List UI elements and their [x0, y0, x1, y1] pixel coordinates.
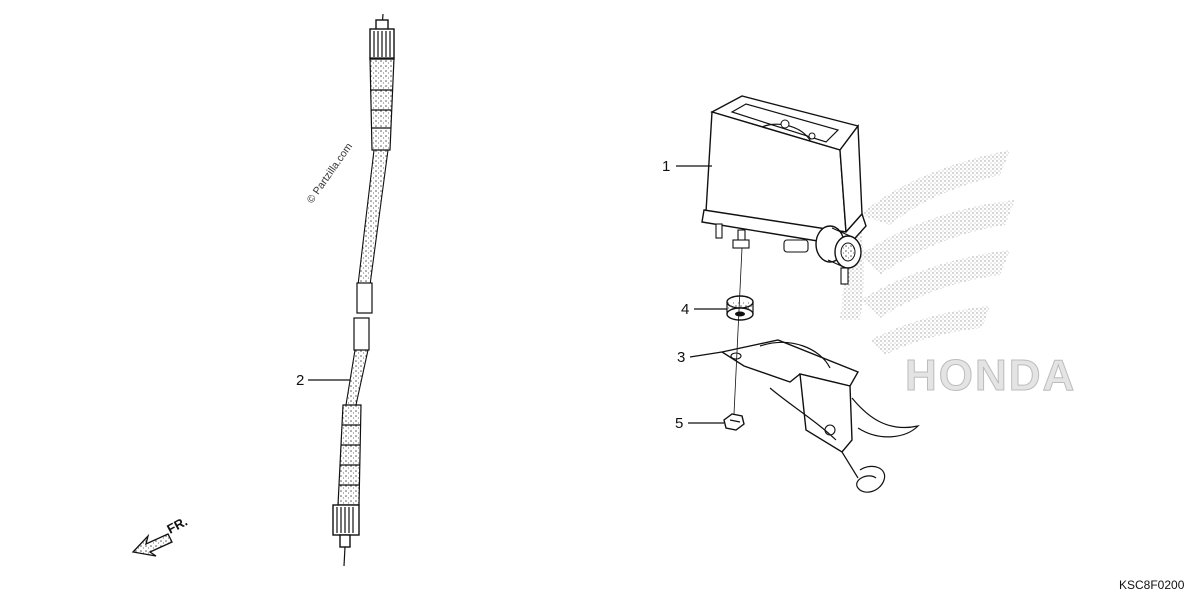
callout-3: 3	[677, 349, 685, 366]
drive-gear-icon	[815, 225, 862, 269]
nut-icon	[723, 413, 745, 431]
callout-5: 5	[675, 415, 683, 432]
speedometer-cable	[332, 13, 395, 567]
meter-assembly	[701, 95, 867, 285]
callout-leaders	[308, 165, 727, 424]
front-direction-label: FR.	[164, 514, 190, 537]
grommet	[726, 295, 754, 321]
meter-bracket	[720, 339, 920, 493]
watermark-text: © Partzilla.com	[305, 141, 356, 206]
diagram-code: KSC8F0200	[1119, 578, 1185, 592]
honda-wing-logo: HONDA	[830, 150, 1076, 401]
assembly-axis	[733, 247, 743, 415]
honda-wordmark: HONDA	[905, 351, 1076, 400]
front-direction-arrow-icon	[131, 533, 173, 557]
callout-2: 2	[296, 372, 304, 389]
callout-4: 4	[681, 301, 689, 318]
callout-1: 1	[662, 158, 670, 175]
